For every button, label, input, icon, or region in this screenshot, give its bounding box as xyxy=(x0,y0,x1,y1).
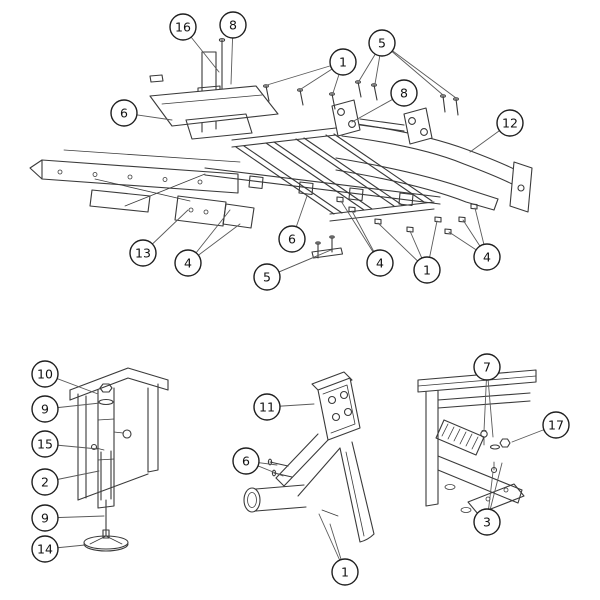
detail-view-jack xyxy=(69,367,169,552)
hitch-bolt-1 xyxy=(269,461,289,467)
callout-6-center: 6 xyxy=(278,225,306,253)
svg-text:6: 6 xyxy=(120,106,128,121)
mast-assembly xyxy=(149,38,279,140)
callout-11: 11 xyxy=(253,393,281,421)
callout-14: 14 xyxy=(31,535,59,563)
callout-5-bottom: 5 xyxy=(253,263,281,291)
callout-4-left: 4 xyxy=(174,249,202,277)
grease-fitting xyxy=(480,430,488,438)
callout-13: 13 xyxy=(129,239,157,267)
callout-9-upper: 9 xyxy=(31,395,59,423)
svg-text:5: 5 xyxy=(263,270,271,285)
svg-text:6: 6 xyxy=(288,232,296,247)
svg-text:13: 13 xyxy=(135,246,151,261)
svg-text:8: 8 xyxy=(400,86,408,101)
callout-balloons: 16 8 5 1 8 12 6 13 4 5 6 4 1 4 10 9 15 2… xyxy=(31,11,570,586)
callout-9-lower: 9 xyxy=(31,504,59,532)
svg-text:9: 9 xyxy=(41,511,49,526)
svg-text:16: 16 xyxy=(175,20,191,35)
svg-text:14: 14 xyxy=(37,542,53,557)
callout-12: 12 xyxy=(496,109,524,137)
callout-16: 16 xyxy=(169,13,197,41)
toolbar-frame xyxy=(204,127,441,222)
svg-text:1: 1 xyxy=(341,565,349,580)
callout-1-bottom: 1 xyxy=(413,256,441,284)
svg-text:4: 4 xyxy=(184,256,192,271)
callout-4-center: 4 xyxy=(366,249,394,277)
lower-brackets xyxy=(174,195,255,229)
svg-text:1: 1 xyxy=(339,55,347,70)
svg-text:6: 6 xyxy=(242,454,250,469)
svg-text:2: 2 xyxy=(41,475,49,490)
callout-17: 17 xyxy=(542,411,570,439)
callout-2: 2 xyxy=(31,468,59,496)
svg-text:7: 7 xyxy=(483,360,491,375)
svg-text:8: 8 xyxy=(229,18,237,33)
callout-8-right: 8 xyxy=(390,79,418,107)
callout-6-left: 6 xyxy=(110,99,138,127)
ribbed-plate xyxy=(435,419,485,456)
hex-nut xyxy=(499,438,511,448)
svg-text:1: 1 xyxy=(423,263,431,278)
callout-6-detail: 6 xyxy=(232,447,260,475)
svg-text:12: 12 xyxy=(502,116,518,131)
callout-10: 10 xyxy=(31,360,59,388)
hitch-bracket-plate xyxy=(317,377,361,441)
detail-view-hitch-arm xyxy=(243,371,375,543)
bottom-hardware xyxy=(311,196,478,259)
callout-7: 7 xyxy=(473,353,501,381)
jack-crank-handle xyxy=(122,429,132,439)
callout-1-top: 1 xyxy=(329,48,357,76)
callout-1-detail: 1 xyxy=(331,558,359,586)
jack-inner-tube xyxy=(100,450,112,501)
callout-8-top: 8 xyxy=(219,11,247,39)
top-bolts xyxy=(263,80,459,116)
callout-4-right: 4 xyxy=(473,243,501,271)
main-assembly-view xyxy=(29,38,533,259)
detail-view-frame-corner xyxy=(417,369,537,515)
callout-5-top: 5 xyxy=(368,29,396,57)
svg-text:5: 5 xyxy=(378,36,386,51)
svg-text:9: 9 xyxy=(41,402,49,417)
svg-text:17: 17 xyxy=(548,418,564,433)
svg-text:15: 15 xyxy=(37,437,53,452)
drawbar-frame xyxy=(29,149,241,213)
jack-top-washer xyxy=(98,398,114,406)
jack-foot-disc xyxy=(83,535,129,550)
callout-3: 3 xyxy=(473,508,501,536)
svg-text:3: 3 xyxy=(483,515,491,530)
svg-text:10: 10 xyxy=(37,367,53,382)
jack-pin xyxy=(90,443,98,451)
lift-arm-assembly xyxy=(331,99,533,213)
callout-15: 15 xyxy=(31,430,59,458)
svg-text:4: 4 xyxy=(483,250,491,265)
jack-top-nut xyxy=(99,383,113,393)
svg-text:11: 11 xyxy=(259,400,275,415)
svg-text:4: 4 xyxy=(376,256,384,271)
hitch-tube-end xyxy=(243,487,261,513)
